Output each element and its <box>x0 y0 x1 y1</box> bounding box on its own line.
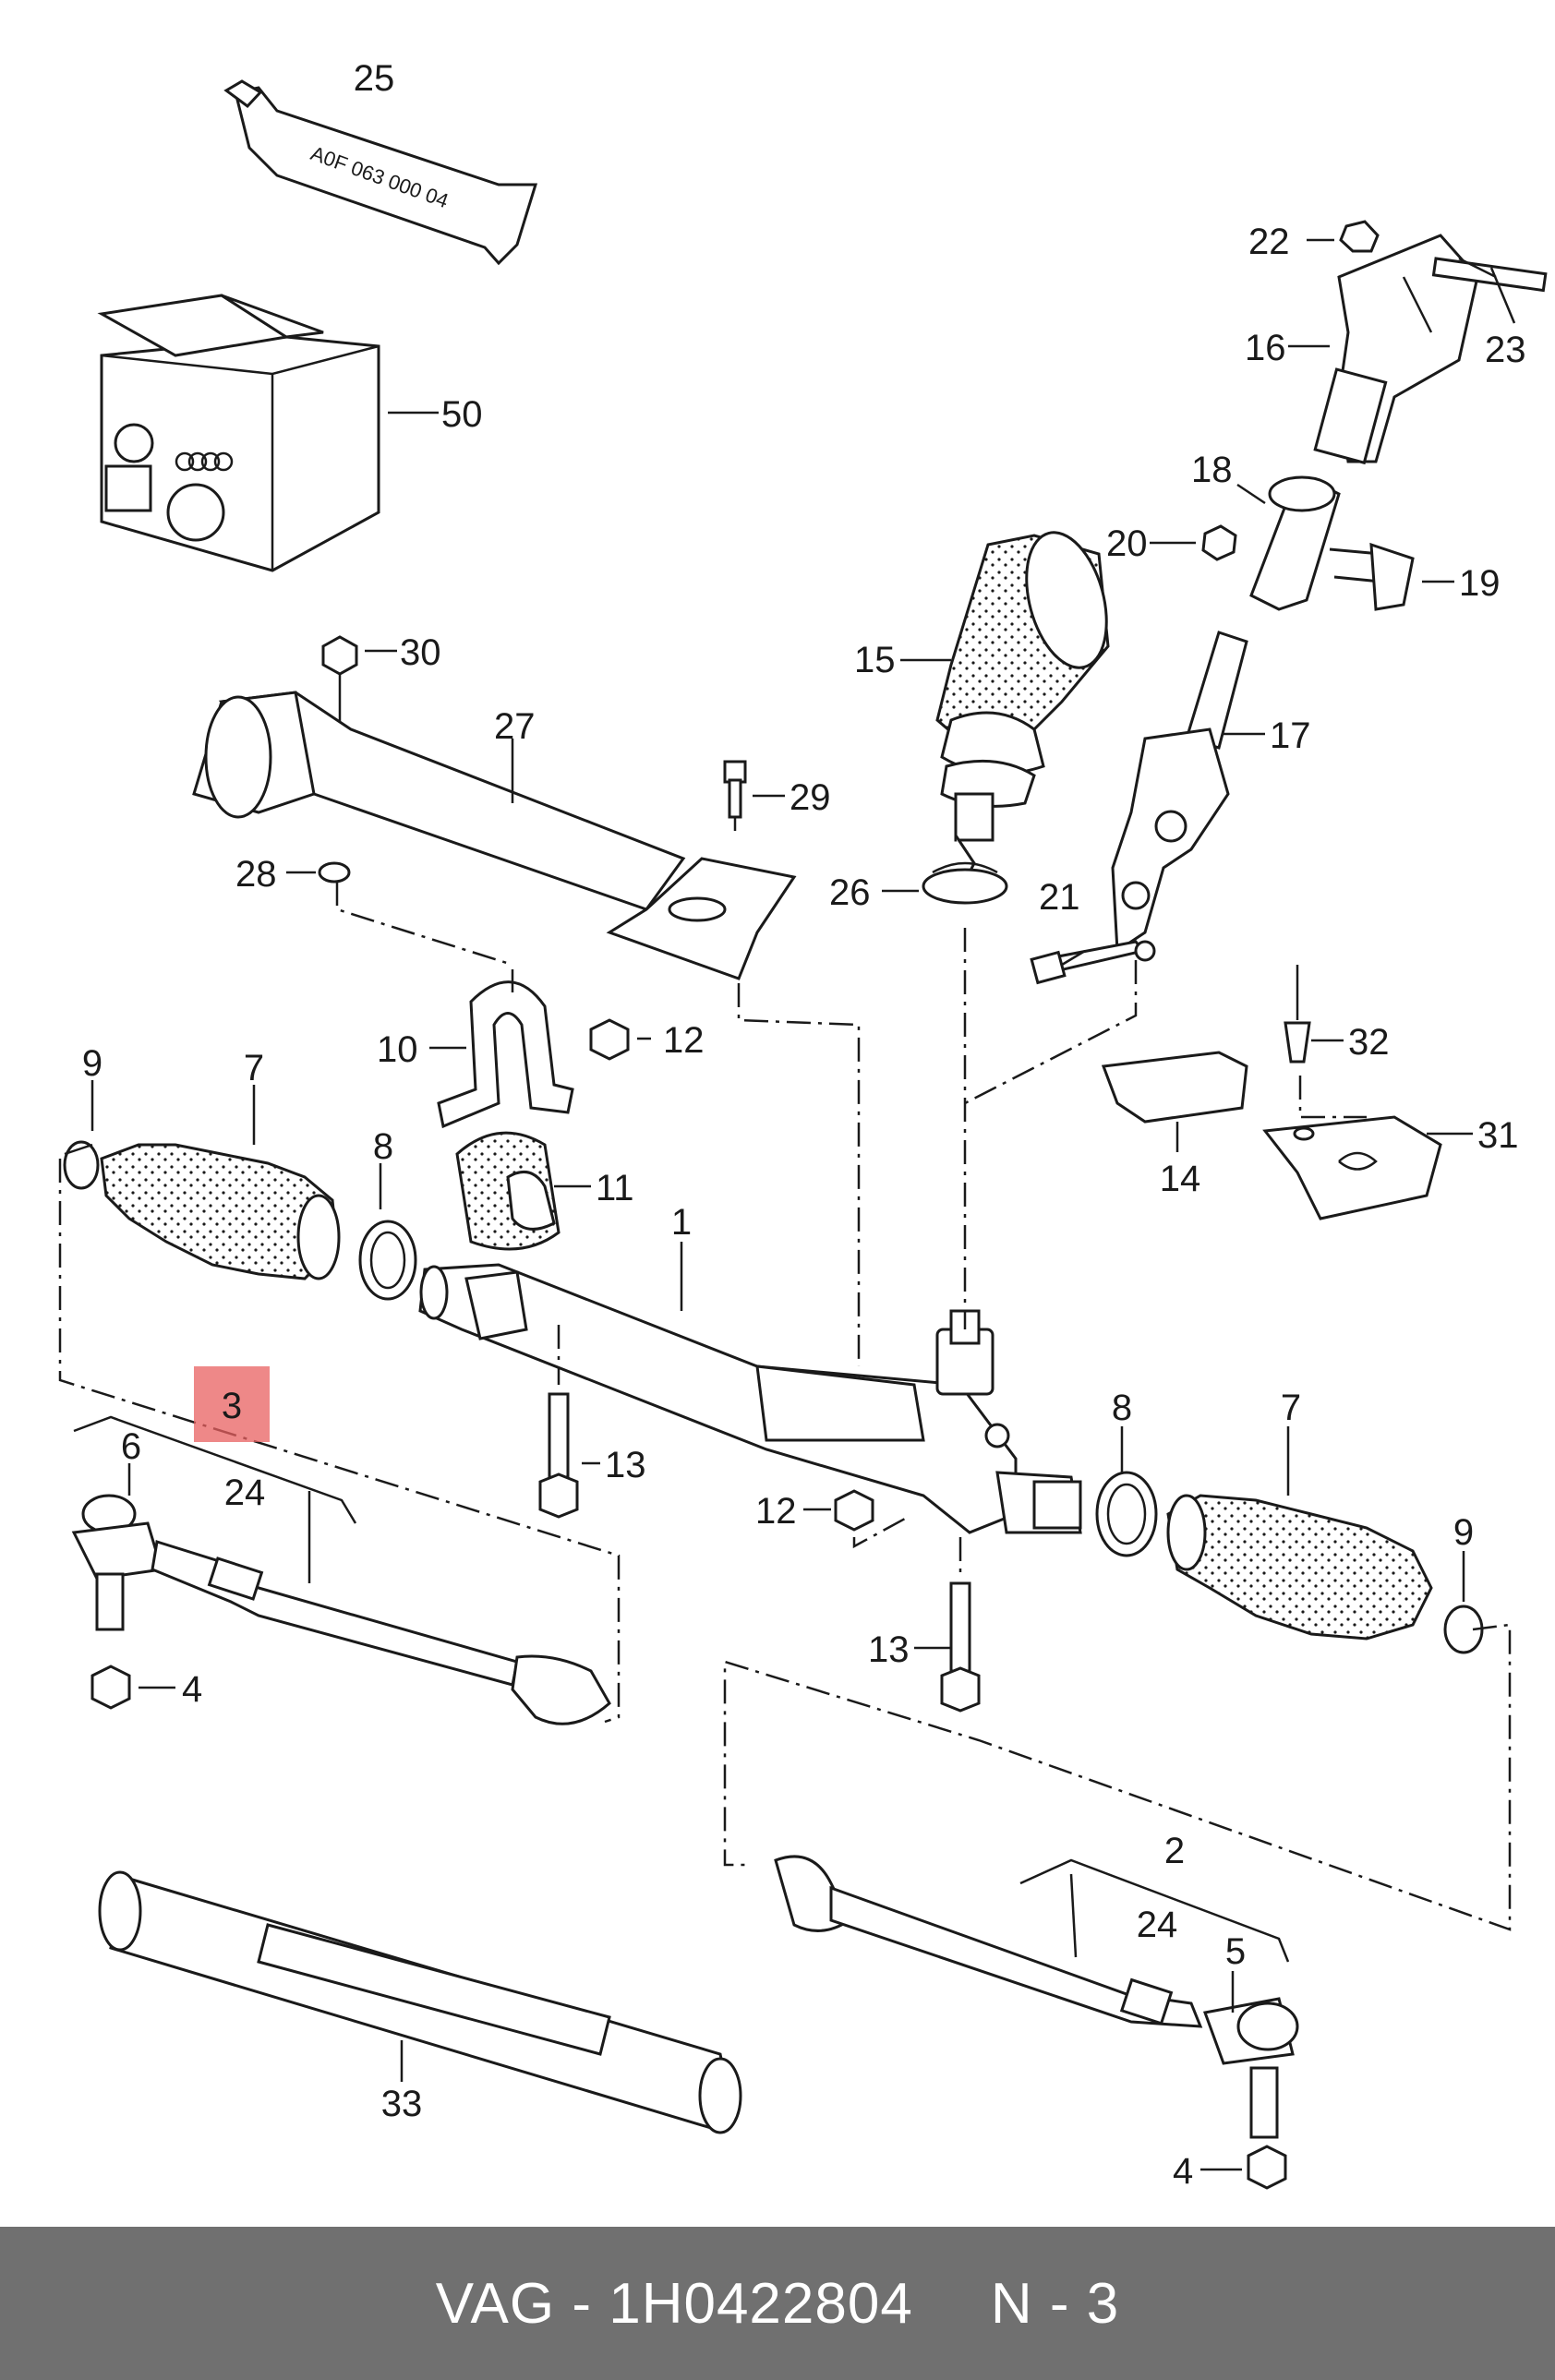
boot-clip-right <box>1095 1471 1158 1557</box>
callout-15: 15 <box>854 640 896 680</box>
rings-logo <box>175 451 234 472</box>
universal-joint-upper <box>1313 220 1548 465</box>
callout-12-lower: 12 <box>755 1491 797 1532</box>
callout-17: 17 <box>1270 715 1311 756</box>
exploded-parts-diagram: A0F 063 000 04 <box>58 58 1548 2192</box>
clip-14 <box>1101 1051 1248 1124</box>
callout-23: 23 <box>1485 330 1526 370</box>
callout-13-left: 13 <box>605 1445 646 1485</box>
callout-29: 29 <box>790 777 831 818</box>
rack-boot-right <box>1166 1494 1433 1641</box>
callout-9-right: 9 <box>1453 1512 1474 1553</box>
callout-8-left: 8 <box>373 1126 393 1167</box>
callout-20: 20 <box>1106 523 1148 564</box>
callout-13-right: 13 <box>868 1629 910 1670</box>
callout-25: 25 <box>354 58 395 99</box>
callout-21: 21 <box>1039 877 1080 918</box>
callout-4-right: 4 <box>1173 2151 1193 2192</box>
callout-1: 1 <box>671 1202 692 1243</box>
part-reference: VAG - 1H0422804 <box>435 2271 913 2336</box>
highlighted-callout-label: 3 <box>222 1386 242 1426</box>
callout-31: 31 <box>1477 1115 1519 1156</box>
parts-box <box>97 294 380 572</box>
bracket-2 <box>1019 1858 1290 1963</box>
rack-cover <box>192 691 797 980</box>
rivet-32 <box>1284 965 1311 1064</box>
bolt-13-left <box>538 1392 579 1519</box>
callout-22: 22 <box>1248 222 1290 262</box>
position-reference: N - 3 <box>990 2271 1120 2336</box>
nut-12-upper <box>589 1018 630 1061</box>
callout-9-left: 9 <box>82 1043 102 1084</box>
rack-tube <box>98 1870 742 2134</box>
callout-18: 18 <box>1191 450 1233 490</box>
steering-column-boot <box>935 531 1110 883</box>
boot-clamp-left <box>63 1140 100 1190</box>
column-washer <box>922 861 1008 905</box>
callout-14: 14 <box>1160 1159 1201 1199</box>
tie-rod-left <box>151 1540 611 1725</box>
rack-clamp <box>437 969 574 1129</box>
callout-33: 33 <box>381 2084 423 2124</box>
tie-rod-end-left <box>71 1494 163 1710</box>
part-number-footer: VAG - 1H0422804 N - 3 <box>0 2227 1555 2380</box>
callout-10: 10 <box>377 1029 418 1070</box>
callout-27: 27 <box>494 706 536 747</box>
callout-28: 28 <box>235 854 277 895</box>
callout-6: 6 <box>121 1426 141 1467</box>
callout-30: 30 <box>400 632 441 673</box>
callout-24-right: 24 <box>1137 1905 1178 1945</box>
intermediate-shaft <box>1037 631 1248 976</box>
boot-clip-left <box>358 1220 417 1301</box>
callout-5: 5 <box>1225 1931 1246 1972</box>
callout-11: 11 <box>596 1168 634 1208</box>
bolt-21 <box>1030 950 1067 985</box>
callout-2: 2 <box>1164 1831 1185 1871</box>
washer-28 <box>318 861 351 883</box>
tie-rod-right <box>774 1855 1203 2028</box>
callout-32: 32 <box>1348 1022 1390 1063</box>
grease-tube: A0F 063 000 04 <box>223 79 538 266</box>
rubber-bush <box>455 1131 561 1251</box>
flange-nut-30 <box>321 635 358 676</box>
nut-12-lower <box>834 1489 874 1532</box>
highlight-box <box>194 1366 270 1442</box>
callout-50: 50 <box>441 394 483 435</box>
steering-rack-housing <box>418 1263 1082 1534</box>
callout-4-left: 4 <box>182 1669 202 1710</box>
callout-7-left: 7 <box>244 1048 264 1088</box>
rack-boot-left <box>100 1143 341 1280</box>
callout-labels: 25 50 22 23 16 18 20 19 15 17 30 27 29 2… <box>82 58 1526 2192</box>
callout-26: 26 <box>829 872 871 913</box>
callout-24-left: 24 <box>224 1472 266 1513</box>
callout-7-right: 7 <box>1281 1388 1301 1428</box>
tie-rod-end-right <box>1202 1997 1299 2190</box>
callout-19: 19 <box>1459 563 1501 604</box>
bolt-13-right <box>940 1581 981 1713</box>
callout-12-upper: 12 <box>663 1020 705 1061</box>
clamp-sleeve <box>1201 475 1415 611</box>
callout-16: 16 <box>1245 328 1286 368</box>
bracket-3 <box>73 1415 357 1524</box>
bolt-29 <box>723 760 747 831</box>
bracket-31 <box>1262 1115 1442 1220</box>
callout-8-right: 8 <box>1112 1388 1132 1428</box>
